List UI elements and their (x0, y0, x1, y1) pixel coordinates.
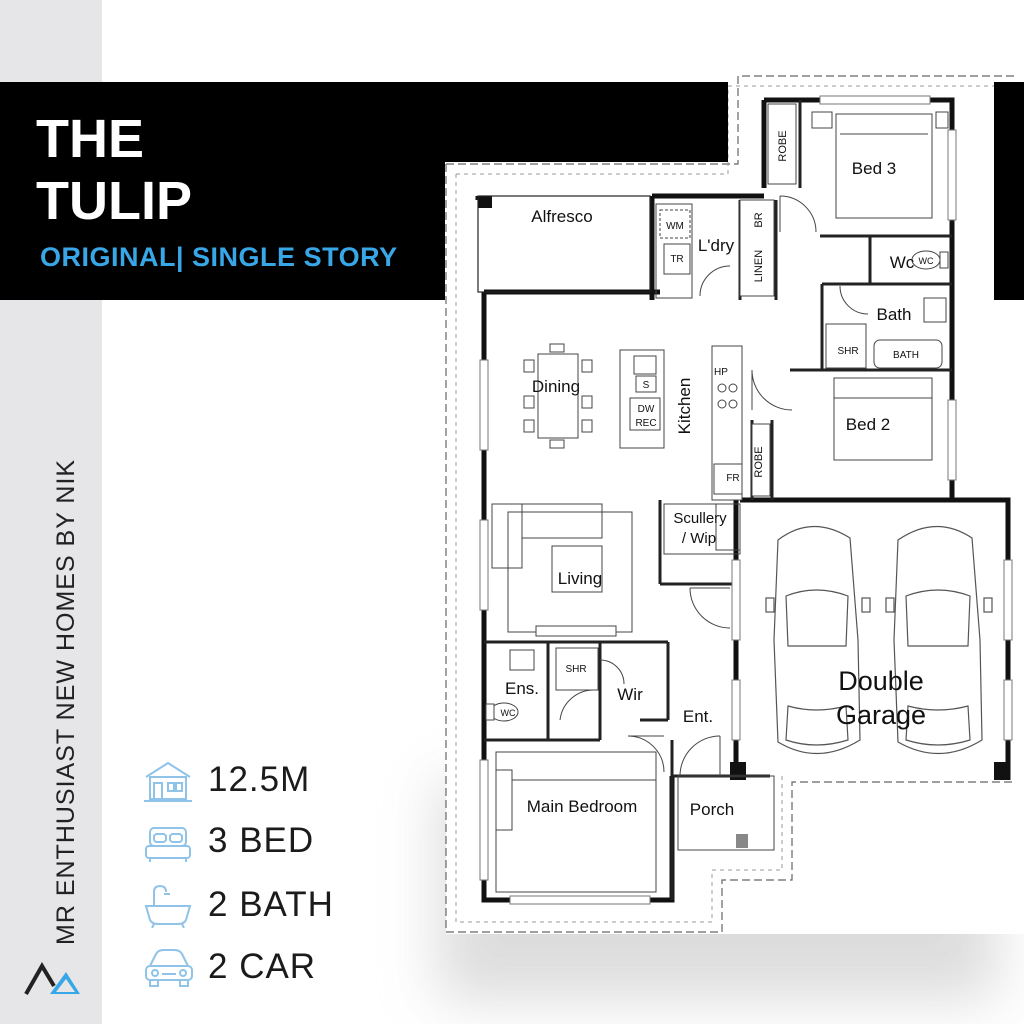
linen-label: LINEN (753, 250, 765, 282)
br-label: BR (753, 212, 765, 227)
house-frontage-icon (144, 761, 192, 802)
scullery-label-1: Scullery (673, 510, 727, 527)
stat-bed-value: 3 BED (208, 821, 315, 860)
hp-label: HP (714, 367, 728, 378)
double-garage-label-1: Double (838, 666, 924, 696)
wir-label: Wir (617, 685, 643, 704)
title-band (0, 82, 728, 162)
fr-label: FR (726, 473, 739, 484)
stat-frontage: 12.5M (142, 754, 310, 806)
shr-bath-label: SHR (837, 346, 858, 357)
stat-bath: 2 BATH (142, 879, 334, 931)
dw-label: DW (638, 404, 655, 415)
ens-wc-label: WC (501, 708, 516, 718)
stat-car: 2 CAR (142, 941, 316, 993)
bathtub-icon (144, 884, 192, 928)
wc-label: Wc (890, 253, 915, 272)
porch-label: Porch (690, 800, 734, 819)
main-bedroom-label: Main Bedroom (527, 797, 638, 816)
stat-bed: 3 BED (142, 815, 314, 867)
alfresco-label: Alfresco (531, 207, 592, 226)
stat-bath-value: 2 BATH (208, 885, 334, 924)
double-garage-label-2: Garage (836, 700, 926, 730)
wm-label: WM (666, 221, 684, 232)
bed-icon (145, 827, 191, 862)
shr-ens-label: SHR (565, 664, 586, 675)
bath-fixture-label: BATH (893, 350, 919, 361)
car-icon (145, 949, 193, 987)
title-band-lower (0, 162, 445, 300)
title-line-2: TULIP (36, 171, 192, 231)
kitchen-label: Kitchen (675, 378, 694, 435)
robe-bed3-label: ROBE (777, 130, 789, 161)
scullery-label-2: / Wip (682, 530, 716, 547)
tr-label: TR (670, 254, 683, 265)
bath-label: Bath (877, 305, 912, 324)
bed3-label: Bed 3 (852, 159, 896, 178)
laundry-label: L'dry (698, 236, 735, 255)
page-subtitle: ORIGINAL| SINGLE STORY (40, 242, 398, 272)
page-title: THE TULIP (36, 108, 192, 232)
ensuite-label: Ens. (505, 679, 539, 698)
brand-vertical-text: MR ENTHUSIAST NEW HOMES BY NIK (52, 458, 80, 945)
bed2-label: Bed 2 (846, 415, 890, 434)
triangle-logo-icon (24, 962, 80, 995)
stat-car-value: 2 CAR (208, 947, 317, 986)
title-band-right (994, 82, 1024, 300)
title-line-1: THE (36, 109, 144, 169)
entry-label: Ent. (683, 707, 713, 726)
robe-bed2-label: ROBE (753, 446, 765, 477)
rec-label: REC (635, 418, 656, 429)
floor-plan: Alfresco WM TR L'dry BR LINEN ROBE Bed 3… (445, 75, 1024, 934)
stat-frontage-value: 12.5M (208, 760, 311, 799)
dining-label: Dining (532, 377, 580, 396)
wc-fixture-label: WC (919, 256, 934, 266)
sink-label: S (643, 380, 650, 391)
living-label: Living (558, 569, 602, 588)
